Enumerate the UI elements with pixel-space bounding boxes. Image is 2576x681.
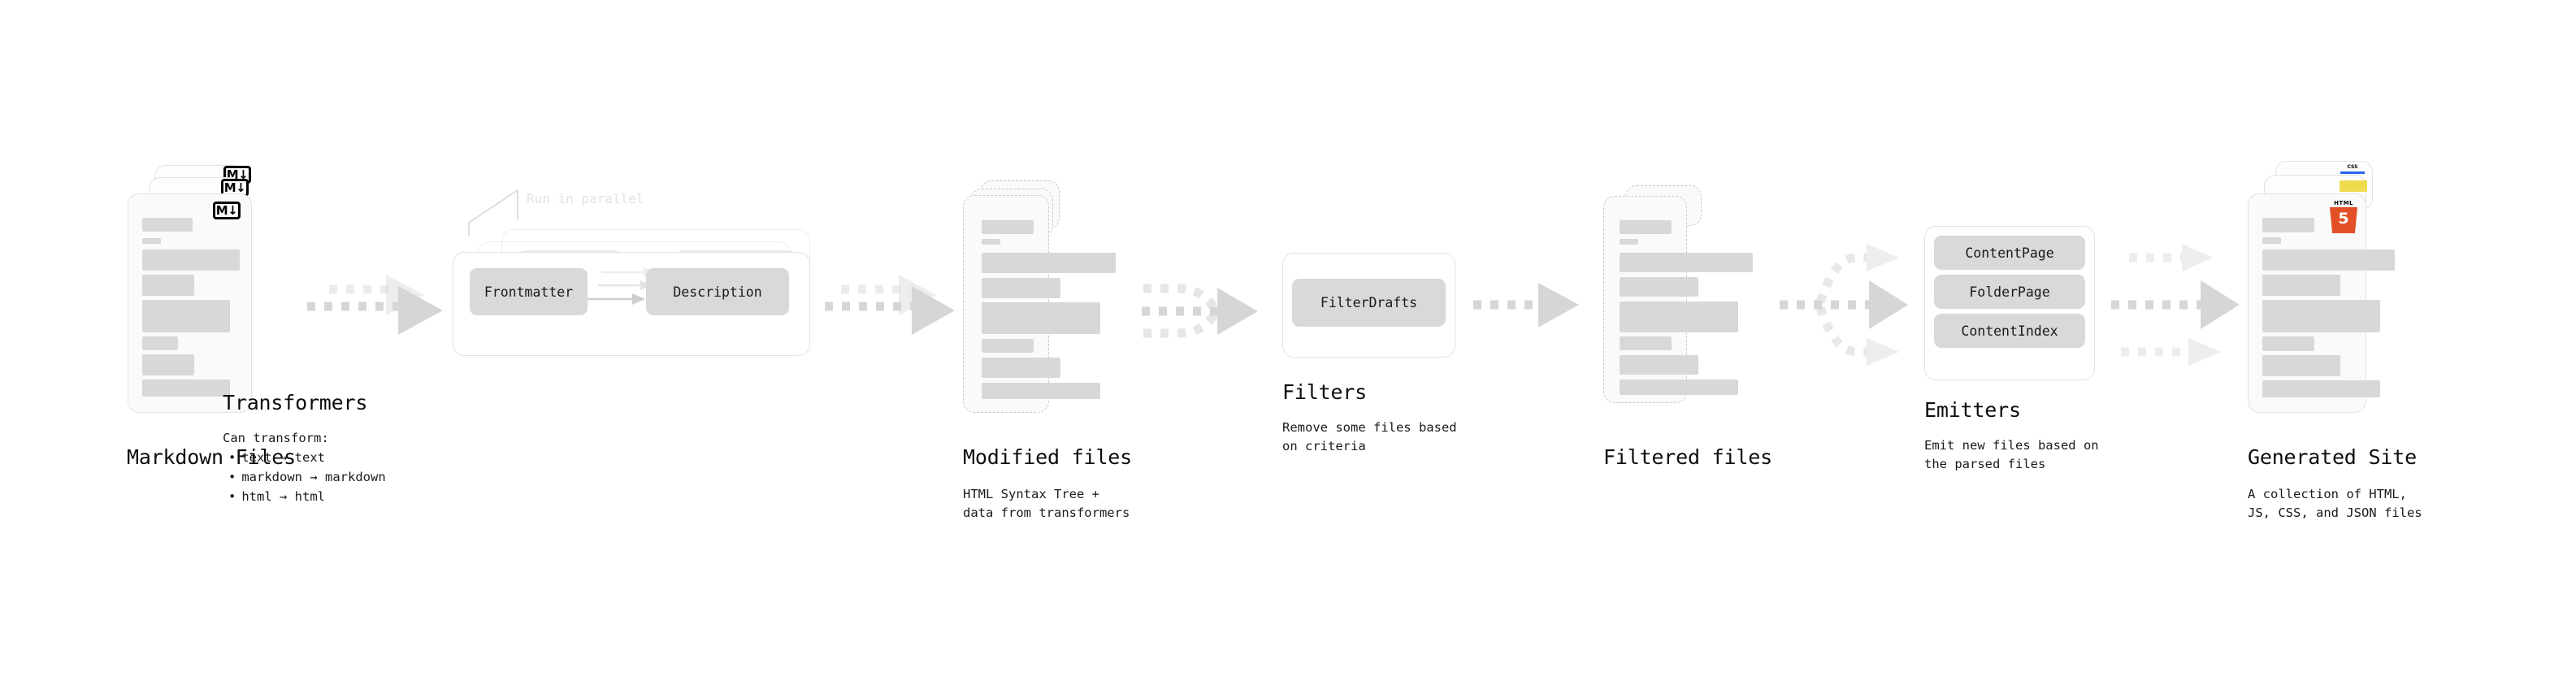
html5-icon: HTML [2330,200,2357,233]
bullet-item: text → text [228,448,386,467]
css-icon-label: CSS [2347,164,2358,170]
generated-site-subtitle: A collection of HTML, JS, CSS, and JSON … [2248,487,2422,520]
skeleton-line [2262,300,2380,332]
skeleton-line [982,239,1000,245]
markdown-badge-front: M↓ [213,202,241,219]
skeleton-line [982,220,1034,234]
flow-arrow-6-parallel [2111,244,2240,366]
flow-arrow-1 [307,275,443,335]
filters-subtitle: Remove some files based on criteria [1282,420,1457,453]
skeleton-line [142,380,230,397]
html5-icon-label: HTML [2334,200,2353,206]
bullet-item: html → html [228,487,386,506]
skeleton-line [142,249,240,271]
skeleton-line [2262,237,2281,244]
bullet-item: markdown → markdown [228,467,385,487]
js-icon [2340,180,2367,192]
css-icon-bar [2340,171,2365,174]
skeleton-line [2262,380,2380,397]
flow-arrow-2 [825,275,955,335]
skeleton-line [1620,301,1738,332]
emitters-subtitle: Emit new files based on the parsed files [1924,438,2099,471]
skeleton-line [982,358,1060,378]
stage-title-modified-files-label: Modified files [963,445,1132,469]
emitter-node-contentpage[interactable]: ContentPage [1934,236,2085,270]
skeleton-line [982,383,1100,399]
skeleton-line [2262,218,2314,232]
emitter-node-contentindex[interactable]: ContentIndex [1934,314,2085,348]
flow-arrow-3-converging [1142,284,1258,338]
transformers-bullet-list: text → text markdown → markdown html → h… [228,448,386,506]
skeleton-line [1620,355,1698,375]
stage-title-generated-site: Generated Site [2248,445,2417,469]
stage-title-filters: Filters [1282,380,1367,404]
transformers-subtitle: Can transform: [223,431,329,445]
emitter-node-folderpage[interactable]: FolderPage [1934,275,2085,309]
filter-node-filterdrafts[interactable]: FilterDrafts [1292,279,1446,327]
skeleton-line [2262,249,2395,271]
flow-arrow-5-diverging [1780,244,1908,366]
flow-arrow-4 [1473,283,1579,327]
modified-files-subtitle: HTML Syntax Tree + data from transformer… [963,487,1130,520]
stage-title-emitters: Emitters [1924,398,2021,422]
skeleton-line [1620,239,1638,245]
skeleton-line [982,253,1116,273]
html5-icon-shield [2330,207,2357,233]
skeleton-line [2262,355,2340,376]
skeleton-line [1620,277,1698,297]
css-icon: CSS [2340,164,2365,174]
skeleton-line [1620,253,1753,272]
run-in-parallel-bracket [468,189,518,236]
skeleton-line [1620,220,1672,234]
skeleton-line [982,278,1060,298]
skeleton-line [2262,275,2340,296]
skeleton-line [2262,336,2314,351]
stage-title-transformers: Transformers [223,391,368,414]
run-in-parallel-label: Run in parallel [527,191,644,206]
skeleton-line [982,339,1034,353]
skeleton-line [142,218,193,232]
skeleton-line [142,354,194,375]
skeleton-line [142,275,194,296]
stage-title-filtered-files: Filtered files [1603,445,1772,469]
skeleton-line [142,300,230,332]
skeleton-line [1620,380,1738,395]
skeleton-line [142,336,178,350]
transformer-node-frontmatter[interactable]: Frontmatter [470,268,588,315]
transformer-node-description[interactable]: Description [646,268,789,315]
skeleton-line [1620,336,1672,350]
skeleton-line [142,238,161,244]
markdown-badge-mid: M↓ [221,179,249,197]
skeleton-line [982,302,1100,334]
